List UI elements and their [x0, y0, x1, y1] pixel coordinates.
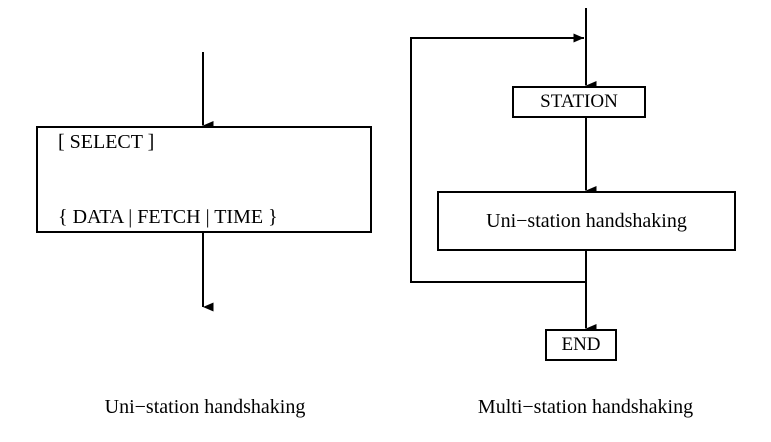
end-block[interactable]: END [545, 329, 617, 361]
select-block-line-2: { DATA | FETCH | TIME } [58, 205, 278, 228]
station-block-label: STATION [540, 91, 618, 112]
uni-station-handshaking-block-label: Uni−station handshaking [486, 209, 687, 232]
feedback-loop-path [410, 33, 586, 283]
caption-multi-station-handshaking: Multi−station handshaking [477, 396, 694, 418]
select-block-line-1: [ SELECT ] [58, 130, 155, 153]
end-block-label: END [561, 334, 601, 355]
select-block-text: [ SELECT ] { DATA | FETCH | TIME } [58, 80, 278, 280]
select-block[interactable]: [ SELECT ] { DATA | FETCH | TIME } [36, 126, 372, 233]
station-block[interactable]: STATION [512, 86, 646, 118]
uni-station-handshaking-block[interactable]: Uni−station handshaking [437, 191, 736, 251]
caption-uni-station-handshaking: Uni−station handshaking [104, 396, 306, 418]
